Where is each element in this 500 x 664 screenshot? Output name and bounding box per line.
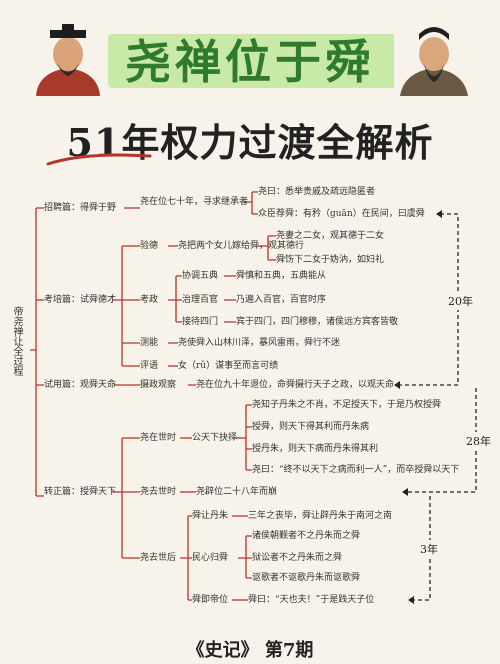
official-after-node: 尧辟位二十八年而崩 [196, 487, 278, 497]
test-politics-item-2: 治理百官 [182, 295, 219, 305]
official-later-c: 舜即帝位 [192, 595, 229, 605]
year-label-3: 3年 [418, 540, 440, 558]
official-alive-leaf-1: 尧知子丹朱之不肖，不足授天下，于是乃权授舜 [252, 400, 442, 410]
trial-node: 摄政观察 [140, 380, 177, 390]
year-label-20: 20年 [446, 292, 475, 310]
test-comment-node: 女（rǔ）谋事至而言可绩 [178, 361, 279, 371]
root-node: 帝尧禅让全过程 [11, 306, 22, 376]
test-politics-value-2: 乃遍入百官，百官时序 [236, 295, 327, 305]
branch-test: 考培篇：试舜德才 [44, 295, 117, 305]
test-politics-value-1: 舜慎和五典，五典能从 [236, 271, 327, 281]
official-later-b: 民心归舜 [192, 553, 229, 563]
test-politics-item-1: 协调五典 [182, 271, 219, 281]
emperor-yao-portrait [28, 22, 108, 96]
branch-trial: 试用篇：观舜天命 [44, 380, 117, 390]
page-title: 尧禅位于舜 [125, 35, 375, 89]
test-ability-node: 尧使舜入山林川泽，暴风雷雨，舜行不迷 [178, 338, 341, 348]
red-underline-swoosh [46, 153, 152, 166]
test-politics-item-3: 接待四门 [182, 317, 219, 327]
test-virtue-leaf-2: 舜饬下二女于妫汭，如妇礼 [276, 255, 385, 265]
test-politics-label: 考政 [140, 295, 159, 305]
test-virtue-node: 尧把两个女儿嫁给舜，观其德行 [178, 241, 305, 251]
trial-leaf: 尧在位九十年退位，命舜摄行天子之政，以观天命 [196, 380, 395, 390]
year-label-28: 28年 [464, 432, 493, 450]
test-ability-label: 测能 [140, 338, 159, 348]
test-politics-value-3: 宾于四门，四门穆穆，诸侯远方宾客皆敬 [236, 317, 399, 327]
official-later-b-leaf-3: 讴歌者不讴歌丹朱而讴歌舜 [252, 573, 361, 583]
footer-caption: 《史记》 第7期 [186, 640, 314, 661]
test-virtue-leaf-1: 尧妻之二女，观其德于二女 [276, 231, 385, 241]
official-alive-label: 尧在世时 [140, 433, 177, 443]
recruit-leaf-1: 尧曰：悉举贵戚及疏远隐匿者 [258, 187, 376, 197]
official-later-a-leaf: 三年之丧毕，舜让辟丹朱于南河之南 [248, 511, 393, 521]
test-virtue-label: 验德 [140, 241, 159, 251]
subtitle-text: 年权力过渡全解析 [121, 120, 434, 165]
recruit-node: 尧在位七十年，寻求继承者 [140, 197, 249, 207]
recruit-leaf-2: 众臣荐舜：有矜（guān）在民间，曰虞舜 [258, 209, 425, 219]
official-later-c-leaf: 舜曰：“天也夫！”于是践天子位 [248, 595, 375, 605]
official-alive-leaf-2: 授舜，则天下得其利而丹朱病 [252, 422, 370, 432]
title-highlight [108, 34, 398, 88]
official-after-label: 尧去世时 [140, 487, 177, 497]
official-later-label: 尧去世后 [140, 553, 177, 563]
official-alive-node: 公天下抉择 [192, 433, 238, 443]
official-alive-leaf-4: 尧曰：“终不以天下之病而利一人”，而卒授舜以天下 [252, 465, 460, 475]
test-comment-label: 评语 [140, 361, 159, 371]
official-alive-leaf-3: 授丹朱，则天下病而丹朱得其利 [252, 444, 379, 454]
official-later-b-leaf-2: 狱讼者不之丹朱而之舜 [252, 553, 343, 563]
official-later-b-leaf-1: 诸侯朝觐者不之丹朱而之舜 [252, 531, 361, 541]
emperor-shun-portrait [394, 22, 474, 96]
branch-official: 转正篇：授舜天下 [44, 487, 117, 497]
branch-recruit: 招聘篇：得舜于野 [44, 203, 117, 213]
official-later-a: 舜让丹朱 [192, 511, 229, 521]
